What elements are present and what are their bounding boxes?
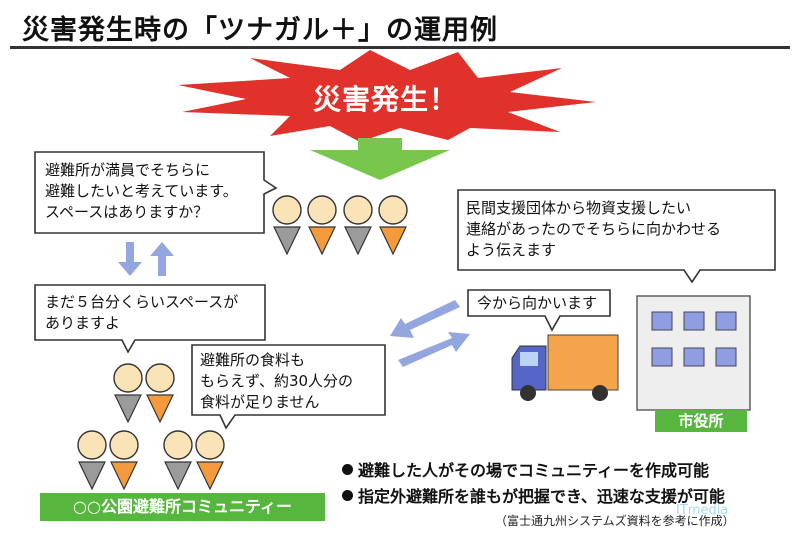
person-head — [163, 430, 193, 460]
bullet-icon — [342, 490, 353, 501]
diagonal-exchange-arrows-icon — [390, 300, 470, 367]
person-body — [379, 226, 407, 256]
watermark-logo: ITmedia — [676, 503, 729, 518]
person-head — [145, 363, 175, 393]
person-body — [196, 461, 224, 491]
person-body — [344, 226, 372, 256]
speech-bubble-food — [191, 344, 386, 430]
person-head — [195, 430, 225, 460]
cityhall-label: 市役所 — [678, 412, 724, 430]
page-title: 災害発生時の「ツナガル＋」の運用例 — [22, 15, 498, 46]
person-body — [164, 461, 192, 491]
person-head — [113, 363, 143, 393]
truck-icon — [511, 334, 619, 401]
feature-note: 指定外避難所を誰もが把握でき、迅速な支援が可能 — [342, 484, 725, 510]
person-head — [272, 195, 302, 225]
person-body — [110, 461, 138, 491]
disaster-burst-icon — [178, 50, 596, 142]
person-body — [78, 461, 106, 491]
speech-bubble-cityhall — [457, 189, 776, 284]
person-body — [308, 226, 336, 256]
truck-text: 今から向かいます — [477, 294, 598, 312]
community-label-bar — [40, 493, 325, 521]
arrow-down-icon — [310, 138, 450, 180]
person-body — [146, 394, 174, 424]
person-body — [114, 394, 142, 424]
community-label: ○○公園避難所コミュニティー — [73, 497, 292, 516]
person-body — [273, 226, 301, 256]
speech-bubble-answer — [34, 284, 266, 354]
person-head — [343, 195, 373, 225]
person-head — [378, 195, 408, 225]
people-group — [77, 195, 408, 491]
cityhall-text: 民間支援団体から物資支援したい 連絡があったのでそちらに向かわせる よう伝えます — [466, 199, 722, 259]
feature-note: 避難した人がその場でコミュニティーを作成可能 — [342, 458, 725, 484]
answer-text: まだ５台分くらいスペースが ありますよ — [45, 293, 239, 332]
person-head — [307, 195, 337, 225]
speech-bubble-question — [34, 151, 278, 234]
question-text: 避難所が満員でそちらに 避難したいと考えています。 スペースはありますか？ — [45, 161, 238, 221]
vertical-exchange-arrows-icon — [118, 242, 174, 276]
food-text: 避難所の食料も もらえず、約30人分の 食料が足りません — [200, 351, 354, 411]
source-credit: （富士通九州システムズ資料を参考に作成） — [495, 514, 735, 528]
speech-bubble-truck — [467, 289, 611, 332]
title-underline — [10, 46, 790, 49]
city-hall-building-icon — [636, 295, 751, 411]
person-head — [77, 430, 107, 460]
cityhall-label-bar — [655, 410, 747, 432]
person-head — [109, 430, 139, 460]
bullet-icon — [342, 464, 353, 475]
feature-notes: 避難した人がその場でコミュニティーを作成可能 指定外避難所を誰もが把握でき、迅速… — [342, 458, 725, 510]
disaster-burst-text: 災害発生！ — [313, 83, 459, 116]
